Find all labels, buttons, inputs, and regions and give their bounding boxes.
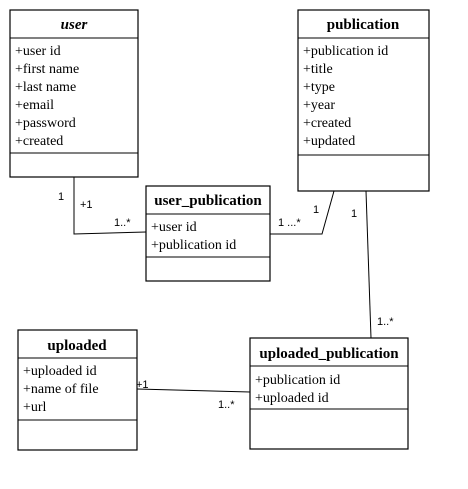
class-uploaded[interactable]: uploaded +uploaded id +name of file +url [17, 329, 138, 451]
attribute: +publication id [255, 373, 340, 388]
assoc-publication-uploaded-publication [365, 190, 372, 339]
attribute: +user id [15, 44, 61, 59]
class-name: publication [327, 17, 400, 33]
class-box [17, 329, 138, 451]
assoc-publication-user-publication [270, 190, 335, 235]
attribute: +first name [15, 62, 79, 77]
mult-uploaded-publication-side-from-uploaded: 1..* [218, 399, 235, 411]
class-user[interactable]: user +user id +first name +last name +em… [9, 9, 139, 178]
attribute: +uploaded id [255, 391, 329, 406]
attribute: +password [15, 116, 76, 131]
class-user-publication[interactable]: user_publication +user id +publication i… [145, 185, 271, 282]
mult-publication-side-to-upl: 1 [351, 208, 357, 220]
mult-user-publication-side-from-pub: 1 ...* [278, 217, 301, 229]
attribute: +type [303, 80, 335, 95]
role-uploaded-side-plus1: +1 [136, 379, 149, 391]
role-user-side-plus1: +1 [80, 199, 93, 211]
attribute: +created [303, 116, 351, 131]
class-name: uploaded_publication [259, 346, 399, 362]
class-uploaded-publication[interactable]: uploaded_publication +publication id +up… [249, 337, 409, 450]
attribute: +last name [15, 80, 76, 95]
attribute: +name of file [23, 382, 99, 397]
attribute: +uploaded id [23, 364, 97, 379]
attribute: +publication id [151, 238, 236, 253]
attribute: +created [15, 134, 63, 149]
attribute: +email [15, 98, 54, 113]
attribute: +url [23, 400, 47, 415]
mult-uploaded-publication-side-from-pub: 1..* [377, 316, 394, 328]
class-box [145, 185, 271, 282]
class-publication[interactable]: publication +publication id +title +type… [297, 9, 430, 192]
class-name: user_publication [154, 193, 262, 209]
assoc-uploaded-uploaded-publication [136, 388, 251, 393]
class-name: uploaded [47, 338, 107, 354]
attribute: +year [303, 98, 335, 113]
assoc-user-user-publication [73, 177, 147, 235]
attribute: +updated [303, 134, 355, 149]
class-box [249, 337, 409, 450]
attribute: +publication id [303, 44, 388, 59]
attribute: +user id [151, 220, 197, 235]
mult-publication-side-to-up: 1 [313, 204, 319, 216]
mult-user-publication-side-from-user: 1..* [114, 217, 131, 229]
class-box [297, 9, 430, 192]
class-name: user [61, 17, 88, 33]
attribute: +title [303, 62, 333, 77]
mult-user-side-1: 1 [58, 191, 64, 203]
